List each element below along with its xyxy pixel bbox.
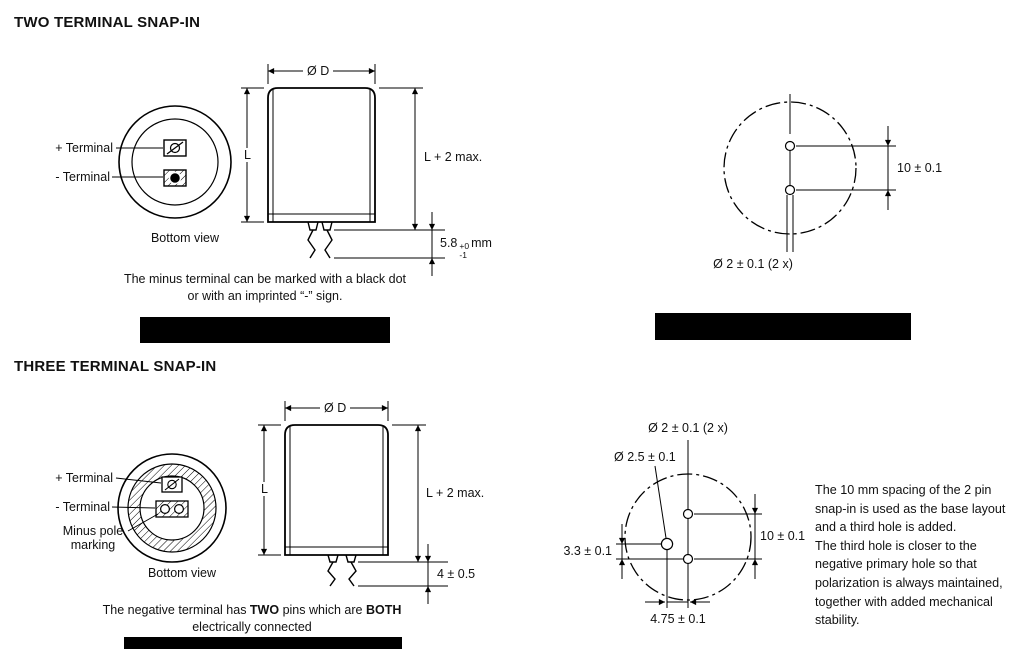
three-caption-part1: The negative terminal has [102,603,250,617]
three-third-hole-diameter-label: Ø 2.5 ± 0.1 [614,450,676,464]
section-title-three-terminal: THREE TERMINAL SNAP-IN [14,358,217,375]
three-explanatory-note: The 10 mm spacing of the 2 pin snap-in i… [815,481,1020,630]
three-caption-bold2: BOTH [365,603,402,617]
two-note-line1: The minus terminal can be marked with a … [123,272,407,286]
note-line: and a third hole is added. [815,520,957,535]
two-diameter-label: Ø D [303,64,334,79]
three-caption-line1: The negative terminal has TWO pins which… [72,603,432,617]
three-terminal-bottom-view-drawing [111,453,227,563]
three-pin-hole-diameter-label: Ø 2 ± 0.1 (2 x) [648,421,728,435]
three-bottom-view-caption: Bottom view [147,566,217,580]
two-overall-length-label: L + 2 max. [424,150,483,164]
two-pin-length-unit: mm [471,236,492,250]
two-note-line2: or with an imprinted “-” sign. [187,289,343,303]
two-pin-length-tolerance: +0-1 [459,242,469,259]
three-caption-part2: pins which are [279,603,366,617]
section-title-two-terminal: TWO TERMINAL SNAP-IN [14,14,201,31]
three-plus-terminal-label: + Terminal [55,471,113,485]
two-terminal-hole-layout-drawing [723,94,896,252]
note-line: polarization is always maintained, [815,575,1003,590]
three-minus-pole-line2: marking [70,538,116,553]
note-line: stability. [815,613,860,628]
two-plus-terminal-label: + Terminal [55,141,113,155]
two-minus-terminal-label: - Terminal [55,170,110,184]
three-third-hole-offset-label: 3.3 ± 0.1 [563,544,612,558]
two-pin-length-value: 5.8 [440,236,458,250]
three-minus-pole-line1: Minus pole [62,524,124,538]
three-terminal-hole-layout-drawing [616,440,762,608]
note-line: snap-in is used as the base layout [815,501,1006,516]
three-caption-bold1: TWO [249,603,280,617]
three-minus-pole-marking-label: Minus pole marking [57,524,129,553]
three-pin-length-label: 4 ± 0.5 [437,567,476,581]
three-diameter-label: Ø D [320,401,351,416]
note-line: The third hole is closer to the [815,538,977,553]
two-length-label: L [240,148,255,163]
two-hole-diameter-label: Ø 2 ± 0.1 (2 x) [713,257,793,271]
two-terminal-bottom-view-drawing [112,105,232,219]
note-line: together with added mechanical [815,594,993,609]
note-line: negative primary hole so that [815,557,977,572]
redaction-bar-1 [140,317,390,343]
three-terminal-side-view-drawing [258,401,448,604]
redaction-bar-2 [655,313,911,340]
two-terminal-side-view-drawing [241,64,445,276]
three-caption-line2: electrically connected [192,620,312,634]
three-third-hole-distance-label: 4.75 ± 0.1 [650,612,706,626]
two-bottom-view-caption: Bottom view [150,231,220,245]
two-pin-length-tol-minus: -1 [459,249,467,260]
two-pin-length-tol-plus: +0 [459,241,470,251]
redaction-bar-3 [124,637,402,649]
three-overall-length-label: L + 2 max. [426,486,485,500]
note-line: The 10 mm spacing of the 2 pin [815,483,992,497]
three-length-label: L [257,482,272,497]
three-pin-spacing-label: 10 ± 0.1 [760,529,806,543]
two-pin-spacing-label: 10 ± 0.1 [897,161,943,175]
three-minus-terminal-label: - Terminal [55,500,110,514]
